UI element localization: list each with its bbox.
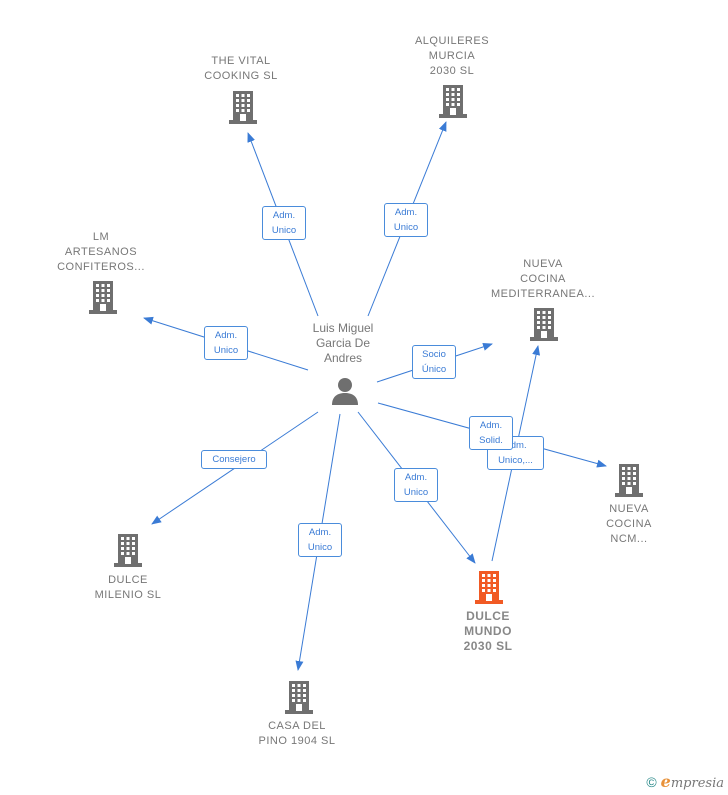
label-line: DULCE bbox=[108, 574, 148, 586]
copyright-symbol: © bbox=[646, 774, 657, 790]
label-line: COCINA bbox=[520, 273, 566, 285]
edge-label-line: Unico bbox=[213, 345, 239, 356]
center-person-name[interactable]: Luis Miguel Garcia De Andres bbox=[313, 321, 374, 366]
edge-label-dulce-mundo[interactable]: Adm. Unico bbox=[394, 468, 438, 502]
label-line: ALQUILERES bbox=[414, 35, 490, 47]
person-icon[interactable] bbox=[330, 376, 360, 406]
edge-label-line: Unico bbox=[271, 225, 297, 236]
label-line: NUEVA bbox=[609, 503, 649, 515]
building-icon[interactable] bbox=[528, 306, 560, 342]
edge-label-nueva-ncm[interactable]: Adm. Solid. bbox=[469, 416, 513, 450]
edge-label-line: Socio bbox=[422, 349, 446, 360]
building-icon[interactable] bbox=[473, 569, 505, 605]
edge-label-line: Unico bbox=[393, 222, 419, 233]
company-label-dulce-mundo[interactable]: DULCE MUNDO 2030 SL bbox=[464, 609, 513, 654]
label-line: 2030 SL bbox=[429, 65, 475, 77]
edge-label-line: Adm. bbox=[504, 440, 527, 451]
edge-label-line: Adm. bbox=[214, 330, 238, 341]
label-line: THE VITAL bbox=[211, 55, 271, 67]
label-line: 2030 SL bbox=[463, 639, 513, 653]
company-label-dulce-milenio[interactable]: DULCE MILENIO SL bbox=[95, 573, 162, 603]
label-line: MURCIA bbox=[428, 50, 476, 62]
edge-label-nueva-mediterranea[interactable]: Socio Único bbox=[412, 345, 456, 379]
label-line: LM bbox=[92, 231, 110, 243]
edge-label-line: Adm. bbox=[404, 472, 428, 483]
building-icon[interactable] bbox=[227, 89, 259, 125]
label-line: COOKING SL bbox=[204, 70, 278, 82]
footer-brand[interactable]: ©empresia bbox=[646, 772, 724, 791]
brand-logo: empresia bbox=[661, 772, 724, 791]
label-line: COCINA bbox=[606, 518, 652, 530]
label-line: CASA DEL bbox=[268, 720, 326, 732]
label-line: PINO 1904 SL bbox=[258, 735, 336, 747]
building-icon[interactable] bbox=[87, 279, 119, 315]
edge-label-vital[interactable]: Adm. Unico bbox=[262, 206, 306, 240]
label-line: ARTESANOS bbox=[64, 246, 138, 258]
label-line: NUEVA bbox=[523, 258, 563, 270]
brand-rest: mpresia bbox=[670, 776, 724, 791]
edge-label-line: Adm. bbox=[308, 527, 332, 538]
edge-label-casa-del-pino[interactable]: Adm. Unico bbox=[298, 523, 342, 557]
edge-label-line: Adm. bbox=[272, 210, 296, 221]
edge-label-line: Adm. bbox=[479, 420, 503, 431]
edge-lines bbox=[143, 121, 607, 671]
building-icon[interactable] bbox=[283, 679, 315, 715]
edge-label-alquileres[interactable]: Adm. Unico bbox=[384, 203, 428, 237]
label-line: MUNDO bbox=[464, 624, 512, 638]
edge-label-line: Adm. bbox=[394, 207, 418, 218]
edge-label-line: Único bbox=[421, 364, 447, 375]
company-label-vital[interactable]: THE VITAL COOKING SL bbox=[204, 54, 277, 84]
edge-label-lm[interactable]: Adm. Unico bbox=[204, 326, 248, 360]
building-icon[interactable] bbox=[437, 83, 469, 119]
edge-label-line: Consejero bbox=[212, 454, 256, 465]
brand-initial: e bbox=[660, 772, 671, 791]
company-label-nueva-ncm[interactable]: NUEVA COCINA NCM... bbox=[606, 502, 652, 547]
edge-label-line: Unico,... bbox=[498, 455, 533, 466]
edge-label-line: Unico bbox=[403, 487, 429, 498]
building-icon[interactable] bbox=[112, 532, 144, 568]
company-label-alquileres[interactable]: ALQUILERES MURCIA 2030 SL bbox=[415, 34, 489, 79]
company-label-nueva-mediterranea[interactable]: NUEVA COCINA MEDITERRANEA... bbox=[491, 257, 595, 302]
center-name-line-1: Luis Miguel bbox=[312, 321, 374, 335]
center-name-line-3: Andres bbox=[323, 351, 363, 365]
building-icon[interactable] bbox=[613, 462, 645, 498]
edge-label-line: Solid. bbox=[479, 435, 503, 446]
label-line: MEDITERRANEA... bbox=[490, 288, 596, 300]
label-line: MILENIO SL bbox=[94, 589, 162, 601]
label-line: CONFITEROS... bbox=[57, 261, 145, 273]
edge-label-line: Unico bbox=[307, 542, 333, 553]
label-line: DULCE bbox=[466, 609, 510, 623]
label-line: NCM... bbox=[610, 533, 648, 545]
company-label-casa-del-pino[interactable]: CASA DEL PINO 1904 SL bbox=[259, 719, 336, 749]
company-label-lm[interactable]: LM ARTESANOS CONFITEROS... bbox=[57, 230, 145, 275]
edge-label-dulce-milenio[interactable]: Consejero bbox=[201, 450, 267, 469]
center-name-line-2: Garcia De bbox=[315, 336, 371, 350]
